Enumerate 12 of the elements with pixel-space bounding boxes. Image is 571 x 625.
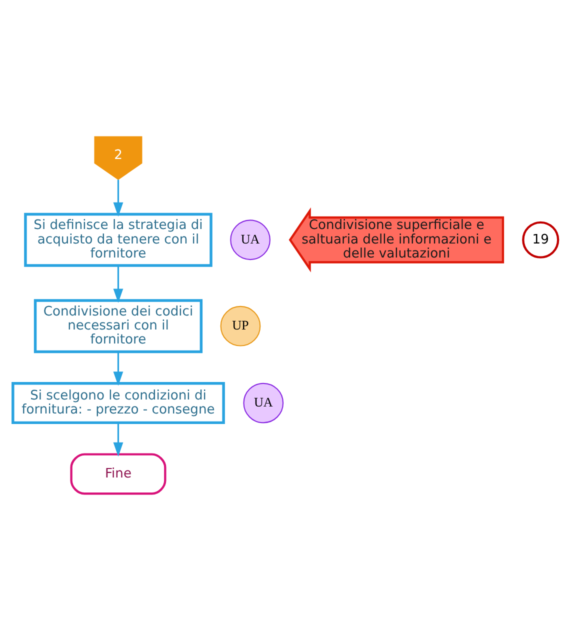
node-box: Fine (70, 452, 166, 494)
arrow (113, 265, 124, 302)
node-box: Si definisce la strategia di acquisto da tenere con il fornitore (24, 212, 212, 266)
arrow (113, 179, 124, 216)
node-circle: UA (243, 382, 284, 423)
node-circle: UA (230, 219, 270, 260)
node-circle: UP (220, 305, 261, 346)
node-circle: 19 (522, 220, 560, 258)
arrow (113, 422, 124, 456)
node-box: Si scelgono le condizioni di fornitura: - prezzo - consegne (12, 382, 225, 424)
arrow (113, 352, 124, 386)
node-box: Condivisione dei codici necessari con il fornitore (34, 298, 203, 353)
